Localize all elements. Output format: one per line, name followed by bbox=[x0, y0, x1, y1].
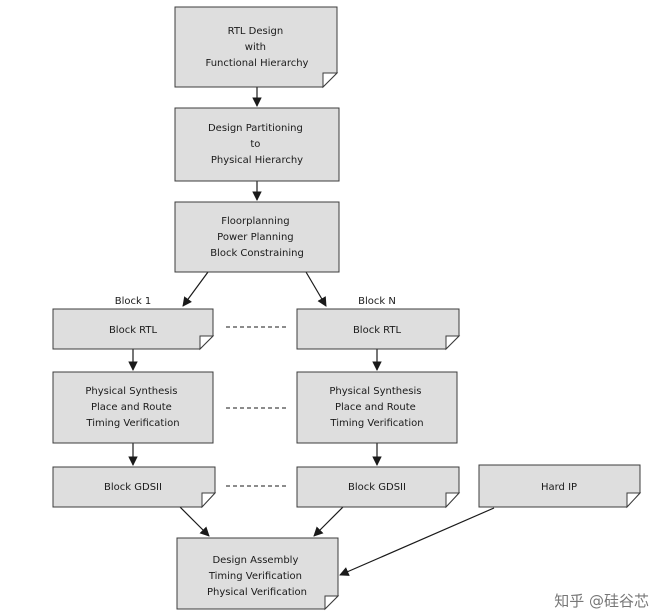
node-blockn-synthesis: Physical Synthesis Place and Route Timin… bbox=[296, 371, 458, 444]
node-blockn-rtl: Block RTL bbox=[296, 308, 461, 351]
node-hard-ip: Hard IP bbox=[478, 464, 642, 509]
svg-text:Physical Synthesis Place: Physical Synthesis Place and Route Timin… bbox=[85, 386, 180, 429]
node-design-assembly: Design Assembly Timing Verification Phys… bbox=[176, 537, 340, 611]
node-blockn-gdsii: Block GDSII bbox=[296, 466, 461, 509]
svg-text:Floorplanning Power Plan: Floorplanning Power Planning Block Const… bbox=[210, 216, 304, 259]
branch-label-blockn: Block N bbox=[358, 296, 396, 307]
branch-label-block1: Block 1 bbox=[115, 296, 152, 307]
svg-text:Block RTL: Block RTL bbox=[353, 325, 402, 336]
edge-floorplanning-to-blockn bbox=[305, 271, 327, 307]
edge-floorplanning-to-block1 bbox=[182, 271, 209, 307]
svg-text:Physical Synthesis Place: Physical Synthesis Place and Route Timin… bbox=[329, 386, 424, 429]
svg-text:Block GDSII: Block GDSII bbox=[348, 482, 406, 493]
svg-text:Block RTL: Block RTL bbox=[109, 325, 158, 336]
watermark: 知乎 @硅谷芯 bbox=[554, 592, 649, 610]
svg-text:Hard IP: Hard IP bbox=[541, 482, 577, 493]
node-block1-rtl: Block RTL bbox=[52, 308, 215, 351]
edge-hardip-to-assembly bbox=[339, 507, 495, 576]
node-rtl-design: RTL Design with Functional Hierarchy bbox=[174, 6, 339, 89]
svg-text:Design Partitioning to: Design Partitioning to Physical Hierarch… bbox=[208, 123, 306, 166]
node-block1-gdsii: Block GDSII bbox=[52, 466, 217, 509]
edge-block1-gds-to-assembly bbox=[179, 506, 210, 537]
node-design-partitioning: Design Partitioning to Physical Hierarch… bbox=[174, 107, 340, 182]
edge-blockn-gds-to-assembly bbox=[313, 506, 344, 537]
svg-text:RTL Design with Fu: RTL Design with Functional Hierarchy bbox=[206, 26, 309, 69]
node-floorplanning: Floorplanning Power Planning Block Const… bbox=[174, 201, 340, 273]
svg-text:Design Assembly Timing V: Design Assembly Timing Verification Phys… bbox=[207, 555, 307, 598]
svg-text:Block GDSII: Block GDSII bbox=[104, 482, 162, 493]
node-block1-synthesis: Physical Synthesis Place and Route Timin… bbox=[52, 371, 214, 444]
